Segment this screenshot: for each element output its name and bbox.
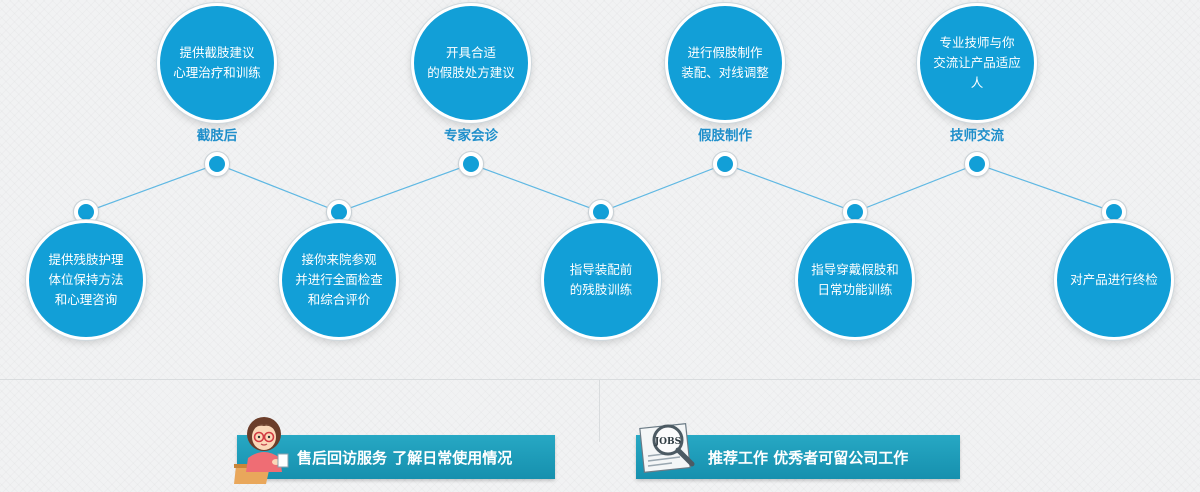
banner-divider — [599, 379, 600, 442]
stage-bubble-chuyuanhou: 接你来院参观 并进行全面检查 和综合评价 — [279, 220, 399, 340]
stage-bubble-jiezhihou: 提供截肢建议 心理治疗和训练 — [157, 3, 277, 123]
job-recommend-banner[interactable]: 推荐工作 优秀者可留公司工作 — [636, 435, 960, 479]
stage-label-jishi: 技师交流 — [950, 128, 1004, 144]
stage-label-zhuanjia: 专家会诊 — [444, 128, 498, 144]
after-sales-banner[interactable]: 售后回访服务 了解日常使用情况 — [237, 435, 555, 479]
timeline-node-jishi — [964, 151, 990, 177]
stage-label-jiazhi: 假肢制作 — [698, 128, 752, 144]
after-sales-banner-text: 售后回访服务 了解日常使用情况 — [297, 448, 513, 467]
stage-bubble-richang: 指导穿戴假肢和 日常功能训练 — [795, 220, 915, 340]
section-divider — [0, 379, 1200, 380]
job-recommend-banner-text: 推荐工作 优秀者可留公司工作 — [708, 448, 909, 467]
stage-bubble-canzhi: 指导装配前 的残肢训练 — [541, 220, 661, 340]
timeline-node-jiazhi — [712, 151, 738, 177]
stage-bubble-jishi: 专业技师与你 交流让产品适应人 — [917, 3, 1037, 123]
stage-bubble-jiezhiqian: 提供残肢护理 体位保持方法 和心理咨询 — [26, 220, 146, 340]
customer-service-girl-icon — [234, 417, 289, 484]
timeline-node-jiezhihou — [204, 151, 230, 177]
stage-label-jiezhihou: 截肢后 — [196, 128, 238, 144]
stage-bubble-jiazhi: 进行假肢制作 装配、对线调整 — [665, 3, 785, 123]
timeline-node-zhuanjia — [458, 151, 484, 177]
jobs-icon-text: JOBS — [654, 437, 681, 447]
stage-bubble-zhongjian: 对产品进行终检 — [1054, 220, 1174, 340]
timeline-node-chuyuanhou — [326, 199, 352, 225]
jobs-magnifier-icon: JOBS — [639, 423, 695, 473]
stage-bubble-zhuanjia: 开具合适 的假肢处方建议 — [411, 3, 531, 123]
